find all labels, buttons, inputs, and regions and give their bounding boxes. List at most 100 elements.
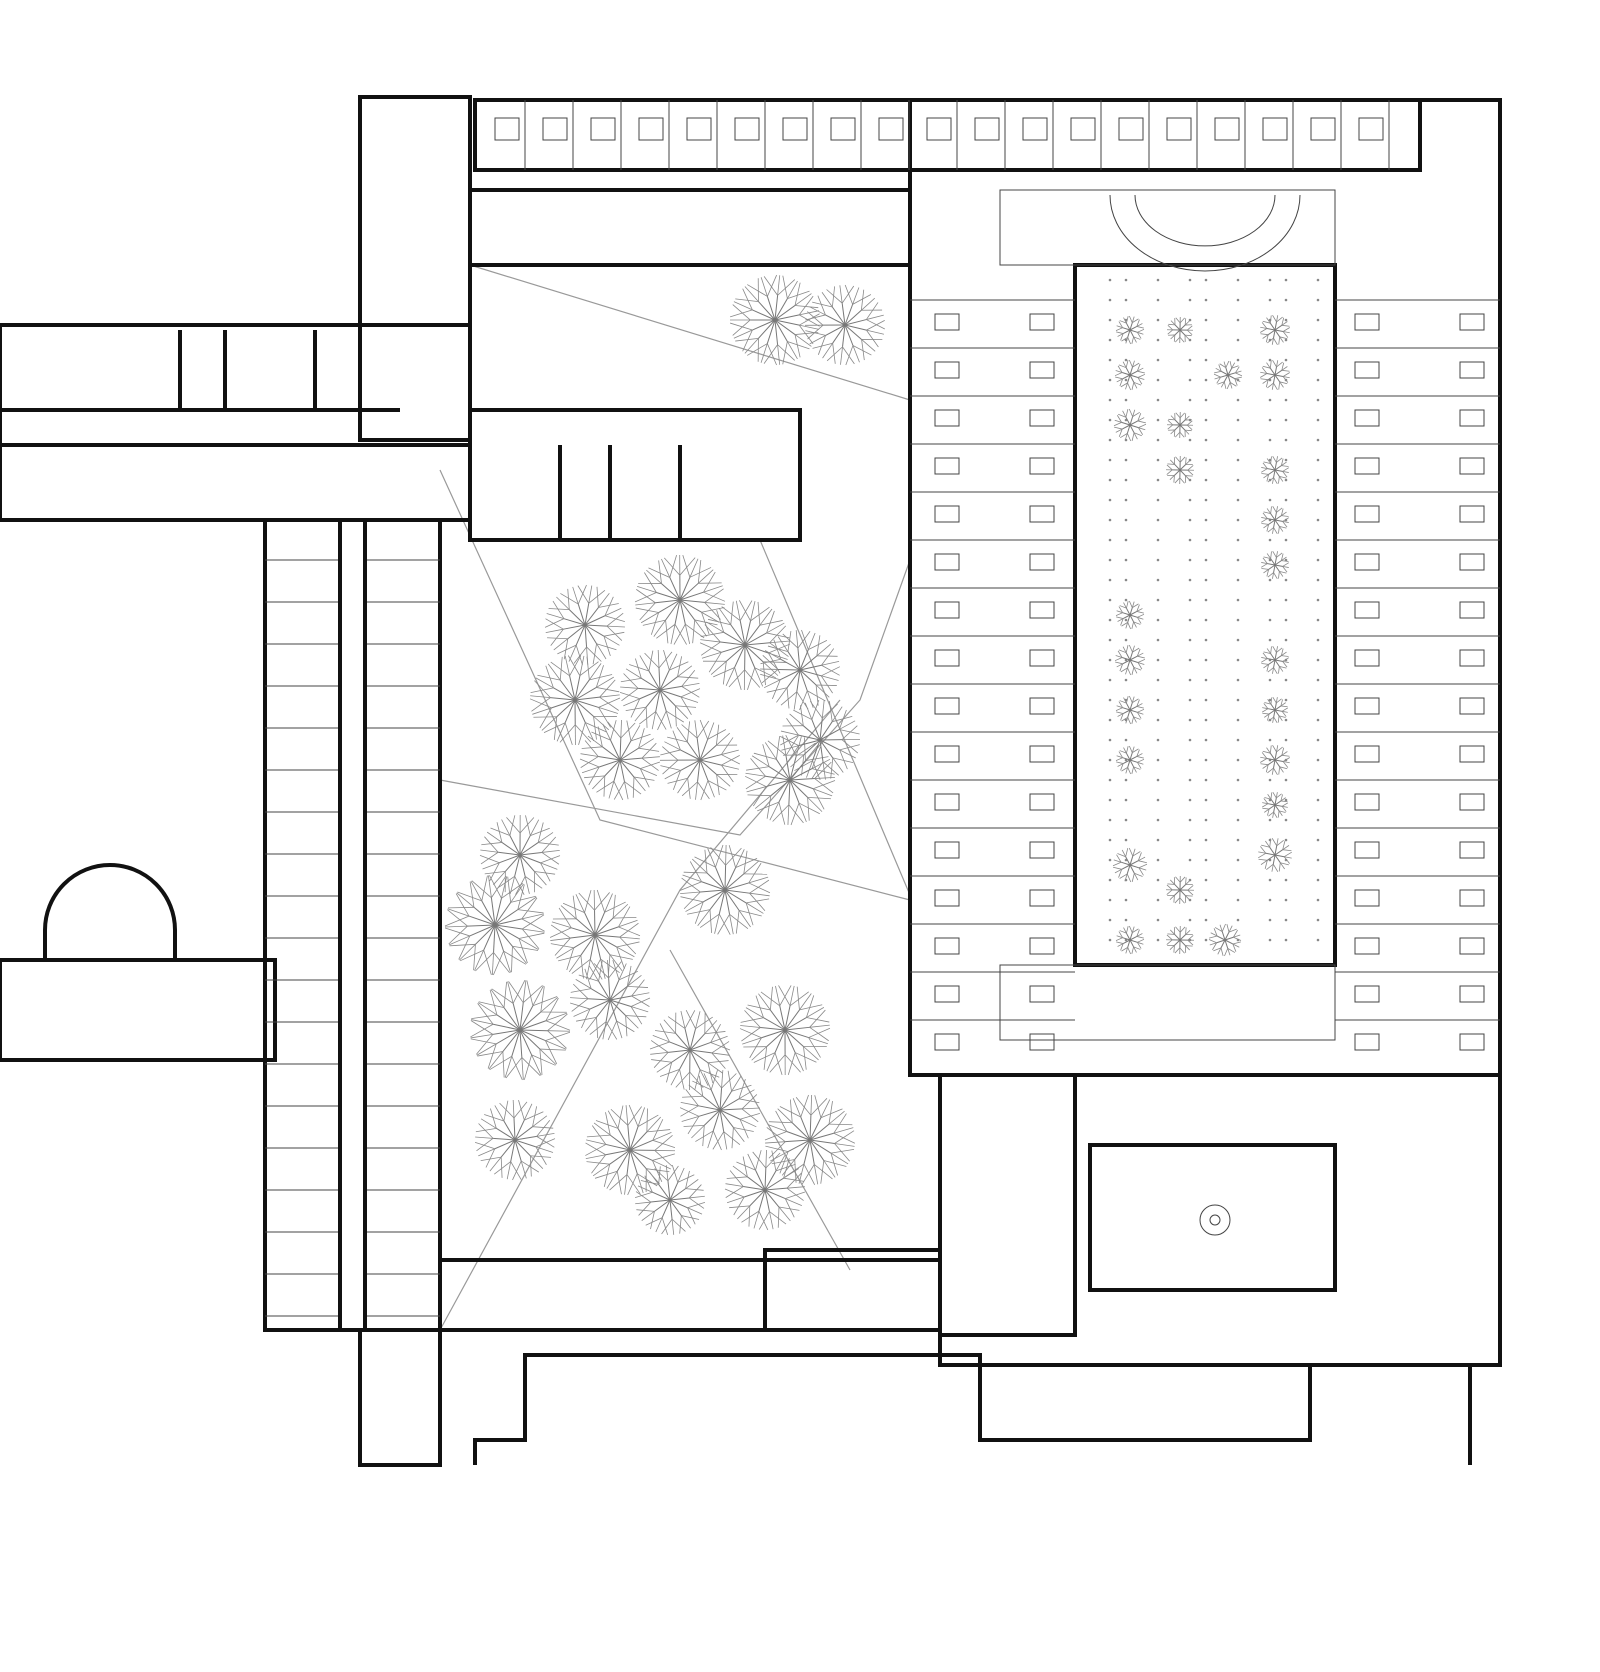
tree-symbol-icon — [470, 980, 571, 1081]
paving-dot — [1108, 458, 1112, 462]
desk-set-icon — [934, 409, 960, 427]
desk-set-icon — [782, 117, 808, 141]
south-terrace-building — [473, 1353, 1472, 1465]
paving-dot — [1204, 878, 1208, 882]
paving-dot — [1284, 698, 1288, 702]
paving-dot — [1236, 338, 1240, 342]
paving-dot — [1268, 898, 1272, 902]
desk-set-icon — [1459, 409, 1485, 427]
desk-set-icon — [1029, 649, 1055, 667]
paving-dot — [1284, 318, 1288, 322]
paving-dot — [1108, 278, 1112, 282]
tree-symbol-icon — [619, 650, 701, 731]
west-tower-wing — [358, 95, 472, 442]
paving-dot — [1236, 438, 1240, 442]
tree-symbol-icon — [1114, 359, 1146, 391]
paving-dot — [1204, 378, 1208, 382]
paving-dot — [1316, 898, 1320, 902]
paving-dot — [1188, 278, 1192, 282]
tree-symbol-icon — [544, 584, 625, 666]
tree-symbol-icon — [579, 720, 661, 801]
paving-dot — [1236, 398, 1240, 402]
paving-dot — [1204, 938, 1208, 942]
paving-dot — [1236, 718, 1240, 722]
paving-dot — [1188, 518, 1192, 522]
desk-set-icon — [926, 117, 952, 141]
tree-symbol-icon — [729, 274, 820, 366]
paving-dot — [1204, 918, 1208, 922]
desk-set-icon — [1459, 457, 1485, 475]
paving-dot — [1236, 618, 1240, 622]
paving-dot — [1236, 478, 1240, 482]
paving-dot — [1156, 378, 1160, 382]
desk-set-icon — [1029, 601, 1055, 619]
south-stair-block — [763, 1248, 942, 1332]
paving-dot — [1188, 618, 1192, 622]
paving-dot — [1108, 918, 1112, 922]
paving-dot — [1204, 818, 1208, 822]
paving-dot — [1316, 378, 1320, 382]
tree-symbol-icon — [1213, 360, 1243, 390]
desk-set-icon — [590, 117, 616, 141]
tree-symbol-icon — [634, 1164, 706, 1236]
paving-dot — [1284, 918, 1288, 922]
tree-symbol-icon — [1260, 745, 1290, 775]
paving-dot — [1156, 418, 1160, 422]
paving-dot — [1316, 758, 1320, 762]
paving-dot — [1108, 858, 1112, 862]
paving-dot — [1124, 638, 1128, 642]
paving-dot — [1188, 738, 1192, 742]
paving-dot — [1268, 598, 1272, 602]
west-long-wing — [263, 518, 442, 1332]
paving-dot — [1108, 338, 1112, 342]
desk-set-icon — [1029, 937, 1055, 955]
paving-dot — [1124, 378, 1128, 382]
domed-hall — [43, 863, 177, 960]
paving-dot — [1316, 518, 1320, 522]
tree-symbol-icon — [1115, 315, 1145, 345]
desk-set-icon — [1070, 117, 1096, 141]
tree-symbol-icon — [479, 814, 561, 895]
desk-set-icon — [934, 889, 960, 907]
tree-symbol-icon — [444, 875, 545, 976]
paving-dot — [1108, 318, 1112, 322]
desk-set-icon — [1354, 313, 1380, 331]
west-lower-wing — [0, 958, 277, 1062]
paving-dot — [1236, 658, 1240, 662]
paving-dot — [1124, 918, 1128, 922]
desk-set-icon — [1029, 457, 1055, 475]
paving-dot — [1156, 638, 1160, 642]
desk-set-icon — [934, 361, 960, 379]
paving-dot — [1236, 638, 1240, 642]
desk-set-icon — [974, 117, 1000, 141]
paving-dot — [1156, 578, 1160, 582]
paving-dot — [1156, 598, 1160, 602]
paving-dot — [1284, 618, 1288, 622]
paving-dot — [1316, 418, 1320, 422]
paving-dot — [1284, 678, 1288, 682]
paving-dot — [1268, 678, 1272, 682]
paving-dot — [1156, 398, 1160, 402]
desk-set-icon — [934, 1033, 960, 1051]
tree-symbol-icon — [1114, 644, 1146, 676]
paving-dot — [1188, 798, 1192, 802]
desk-set-icon — [1459, 1033, 1485, 1051]
paving-dot — [1156, 498, 1160, 502]
paving-dot — [1204, 438, 1208, 442]
paving-dot — [1284, 398, 1288, 402]
paving-dot — [1204, 558, 1208, 562]
paving-dot — [1124, 398, 1128, 402]
paving-dot — [1284, 478, 1288, 482]
paving-dot — [1316, 578, 1320, 582]
paving-dot — [1236, 918, 1240, 922]
tree-symbol-icon — [1166, 411, 1194, 439]
paving-dot — [1316, 558, 1320, 562]
paving-dot — [1108, 478, 1112, 482]
paving-dot — [1156, 778, 1160, 782]
desk-set-icon — [1029, 985, 1055, 1003]
desk-set-icon — [1029, 409, 1055, 427]
tree-symbol-icon — [649, 1010, 731, 1091]
tree-symbol-icon — [1260, 315, 1290, 345]
paving-dot — [1284, 278, 1288, 282]
tree-symbol-icon — [634, 554, 726, 645]
